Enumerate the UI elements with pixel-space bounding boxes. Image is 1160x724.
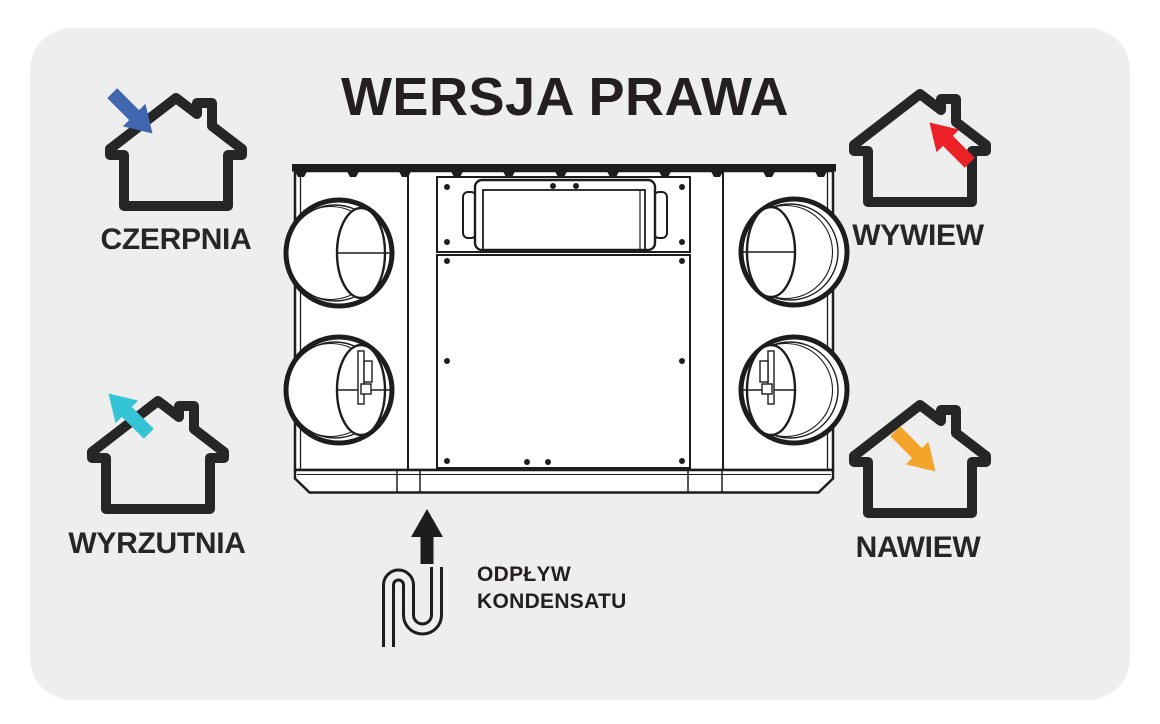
panel-screws	[444, 183, 685, 465]
wywiew-label: WYWIEW	[852, 219, 984, 252]
unit-top-rail	[292, 164, 836, 172]
czerpnia-house-icon	[100, 81, 251, 219]
arrow-up-icon	[411, 509, 443, 564]
wywiew-house-icon	[845, 85, 995, 215]
czerpnia-label: CZERPNIA	[100, 223, 252, 256]
ventilation-unit-drawing	[283, 164, 850, 494]
duct-port-bottom-left	[283, 334, 395, 446]
condensate-callout	[382, 509, 443, 647]
wyrzutnia-label: WYRZUTNIA	[68, 527, 246, 560]
condensate-label: ODPŁYW KONDENSATU	[477, 561, 627, 615]
page-title: WERSJA PRAWA	[340, 67, 790, 127]
house-icon	[92, 401, 224, 509]
duct-port-top-left	[283, 197, 395, 309]
wyrzutnia-house-icon	[83, 382, 233, 522]
duct-port-top-right	[738, 196, 850, 308]
unit-base	[293, 468, 835, 494]
condensate-label-line1: ODPŁYW	[477, 563, 571, 586]
siphon-trap-icon	[382, 567, 443, 647]
condensate-label-line2: KONDENSATU	[477, 590, 627, 613]
nawiew-house-icon	[845, 396, 995, 526]
damper-bracket	[357, 350, 373, 405]
damper-bracket	[759, 350, 775, 405]
nawiew-label: NAWIEW	[855, 531, 981, 564]
house-icon	[854, 94, 986, 202]
duct-port-bottom-right	[738, 334, 850, 446]
unit-front-panel	[436, 254, 691, 469]
top-rail-ticks	[295, 171, 827, 177]
